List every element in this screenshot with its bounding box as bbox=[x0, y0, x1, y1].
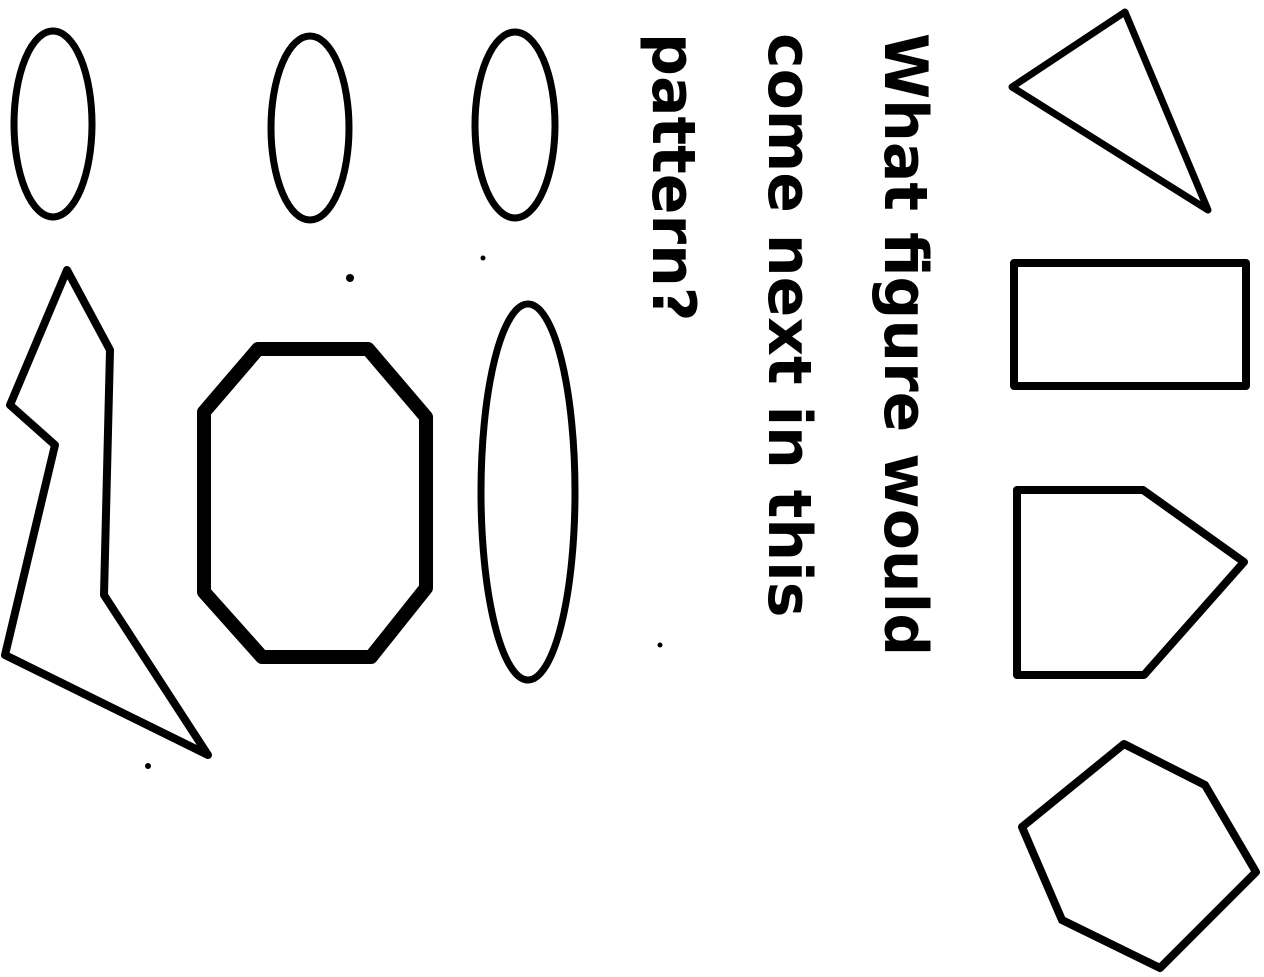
pattern-pentagon-shape bbox=[1013, 486, 1248, 679]
question-line-1: What figure would bbox=[870, 33, 940, 656]
question-line-2: come next in this bbox=[754, 33, 824, 617]
pattern-sequence bbox=[1008, 8, 1260, 972]
pattern-rectangle-shape bbox=[1010, 259, 1250, 390]
answer-choices bbox=[1, 27, 579, 759]
choice-elongated-ellipse[interactable] bbox=[477, 300, 579, 684]
choice-ellipse-c[interactable] bbox=[471, 28, 559, 222]
pattern-hexagon-shape bbox=[1018, 740, 1260, 972]
scan-specks bbox=[145, 255, 663, 769]
choice-octagon[interactable] bbox=[197, 342, 433, 664]
question-text: What figure would come next in this patt… bbox=[638, 33, 940, 677]
choice-ellipse-a[interactable] bbox=[10, 27, 96, 221]
choice-concave-polygon[interactable] bbox=[1, 266, 212, 759]
choice-ellipse-b[interactable] bbox=[267, 32, 353, 224]
pattern-triangle-shape bbox=[1008, 8, 1212, 214]
question-line-3: pattern? bbox=[638, 33, 708, 322]
